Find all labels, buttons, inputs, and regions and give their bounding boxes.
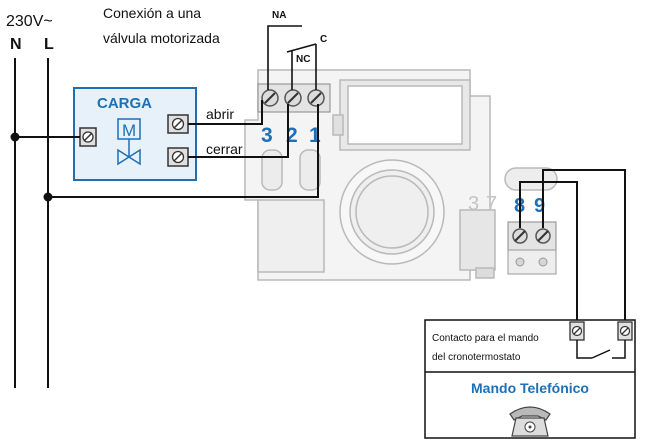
remote-terminal-block bbox=[507, 221, 557, 275]
telephone-icon bbox=[509, 406, 551, 437]
valve-icon bbox=[117, 139, 141, 166]
terminal-screw-1 bbox=[307, 89, 325, 107]
remote-switch-symbol bbox=[576, 340, 626, 359]
remote-contact-line-1: Contacto para el mando bbox=[432, 333, 539, 344]
faded-terminal-7: 7 bbox=[486, 193, 497, 215]
battery-slot bbox=[257, 199, 325, 273]
remote-wire-8 bbox=[519, 181, 578, 320]
faded-terminal-3: 3 bbox=[468, 193, 479, 215]
load-open-terminal bbox=[167, 114, 189, 134]
side-bracket bbox=[459, 209, 496, 271]
load-title: CARGA bbox=[97, 95, 152, 112]
terminal-label-1: 1 bbox=[309, 124, 321, 147]
open-wire bbox=[188, 100, 263, 125]
caption-line-1: Conexión a una bbox=[103, 5, 201, 21]
thermostat-base bbox=[244, 69, 558, 281]
terminal-screw-8 bbox=[512, 228, 528, 244]
caption-line-2: válvula motorizada bbox=[103, 30, 220, 46]
connection-wires bbox=[15, 100, 626, 320]
supply-voltage-label: 230V~ bbox=[6, 13, 53, 30]
supply-wires bbox=[14, 58, 49, 388]
remote-terminal-left bbox=[569, 321, 585, 341]
terminal-screw-2 bbox=[284, 89, 302, 107]
common-contact-label: C bbox=[320, 34, 327, 45]
display-inner bbox=[347, 85, 463, 145]
dial-inner bbox=[349, 169, 435, 255]
remote-connector-hole bbox=[504, 167, 558, 191]
open-wire-label: abrir bbox=[206, 106, 234, 122]
bottom-notch bbox=[475, 267, 495, 279]
terminal-label-3: 3 bbox=[261, 124, 273, 147]
terminal-label-9: 9 bbox=[534, 195, 545, 217]
terminal-label-2: 2 bbox=[286, 124, 298, 147]
no-contact-line bbox=[267, 25, 302, 90]
remote-terminal-right bbox=[617, 321, 633, 341]
no-contact-label: NA bbox=[272, 10, 286, 21]
load-neutral-terminal bbox=[79, 127, 97, 147]
neutral-label: N bbox=[10, 36, 22, 53]
display-clip-left bbox=[332, 114, 344, 136]
line-label: L bbox=[44, 36, 54, 53]
nc-contact-label: NC bbox=[296, 54, 310, 65]
close-wire bbox=[188, 104, 289, 158]
remote-wire-9 bbox=[542, 169, 626, 320]
line-to-common-wire bbox=[48, 104, 319, 198]
switch-blade bbox=[286, 43, 317, 53]
terminal-screw-3 bbox=[261, 89, 279, 107]
relay-terminal-block bbox=[257, 83, 331, 113]
terminal-screw-9 bbox=[535, 228, 551, 244]
relay-contact-symbol bbox=[267, 25, 317, 90]
clip-tab bbox=[261, 149, 283, 191]
motor-symbol-label: M bbox=[122, 121, 136, 140]
remote-contact-line-2: del cronotermostato bbox=[432, 352, 521, 363]
dial-ring bbox=[355, 175, 429, 249]
remote-title: Mando Telefónico bbox=[471, 380, 589, 396]
close-wire-label: cerrar bbox=[206, 141, 243, 157]
load-close-terminal bbox=[167, 147, 189, 167]
clip-tab-2 bbox=[299, 149, 321, 191]
